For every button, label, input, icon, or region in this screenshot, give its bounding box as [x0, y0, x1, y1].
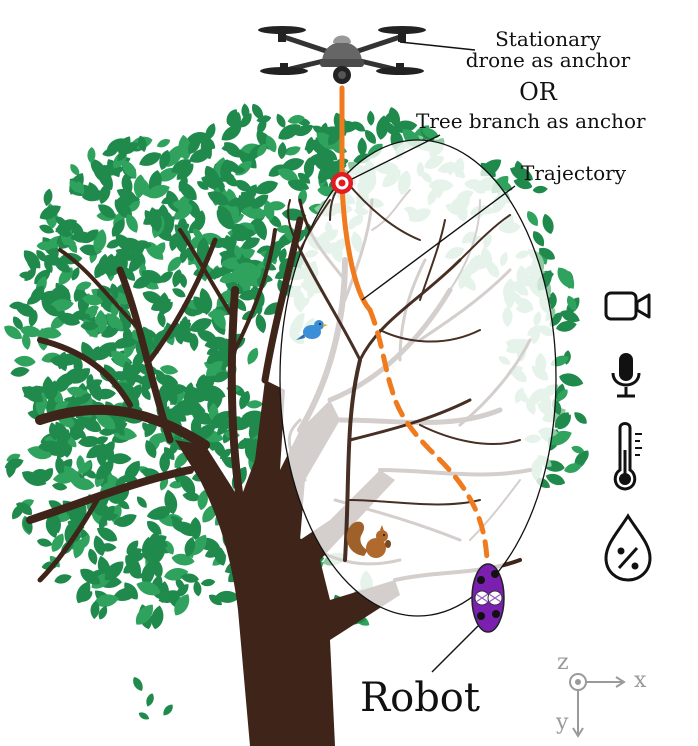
leaf — [9, 365, 31, 379]
or-label: OR — [519, 78, 557, 106]
leaf — [35, 536, 54, 549]
axis-x-label: x — [634, 668, 647, 693]
leaf — [155, 136, 172, 150]
inner-branches — [298, 179, 521, 562]
video-camera-icon — [604, 291, 651, 321]
leaf — [244, 345, 262, 367]
leaf — [571, 409, 590, 427]
leaf — [53, 572, 73, 586]
microphone-icon — [611, 353, 641, 398]
trajectory-label: Trajectory — [521, 161, 626, 185]
anchor-drone-label-line1: Stationary — [495, 27, 601, 51]
leaf — [532, 185, 549, 195]
leaf — [524, 208, 542, 229]
thermometer-icon — [613, 422, 642, 491]
leaf — [13, 354, 37, 368]
leaf — [366, 110, 375, 126]
leaf — [134, 494, 150, 510]
leaf — [170, 285, 188, 300]
falling-leaves — [130, 675, 176, 722]
anchor-target-icon — [331, 172, 353, 194]
coordinate-axes — [569, 673, 626, 738]
robot-label: Robot — [360, 675, 480, 721]
leaf — [156, 310, 168, 329]
leaf — [200, 578, 216, 588]
leaf — [277, 141, 288, 160]
bird-icon — [296, 320, 328, 340]
squirrel-icon — [346, 521, 391, 558]
leaf — [553, 263, 579, 293]
leaf — [539, 212, 557, 236]
leader-lines — [349, 41, 516, 673]
anchor-drone-label-line2: drone as anchor — [465, 48, 631, 72]
leaf — [42, 187, 54, 207]
humidity-drop-icon — [604, 513, 652, 582]
drone-icon — [258, 26, 426, 84]
axis-z-label: z — [557, 650, 569, 675]
robot-icon — [471, 563, 505, 633]
leaf — [357, 137, 368, 157]
leaf — [253, 312, 269, 335]
axis-y-label: y — [556, 710, 569, 735]
anchor-branch-label: Tree branch as anchor — [416, 109, 646, 133]
